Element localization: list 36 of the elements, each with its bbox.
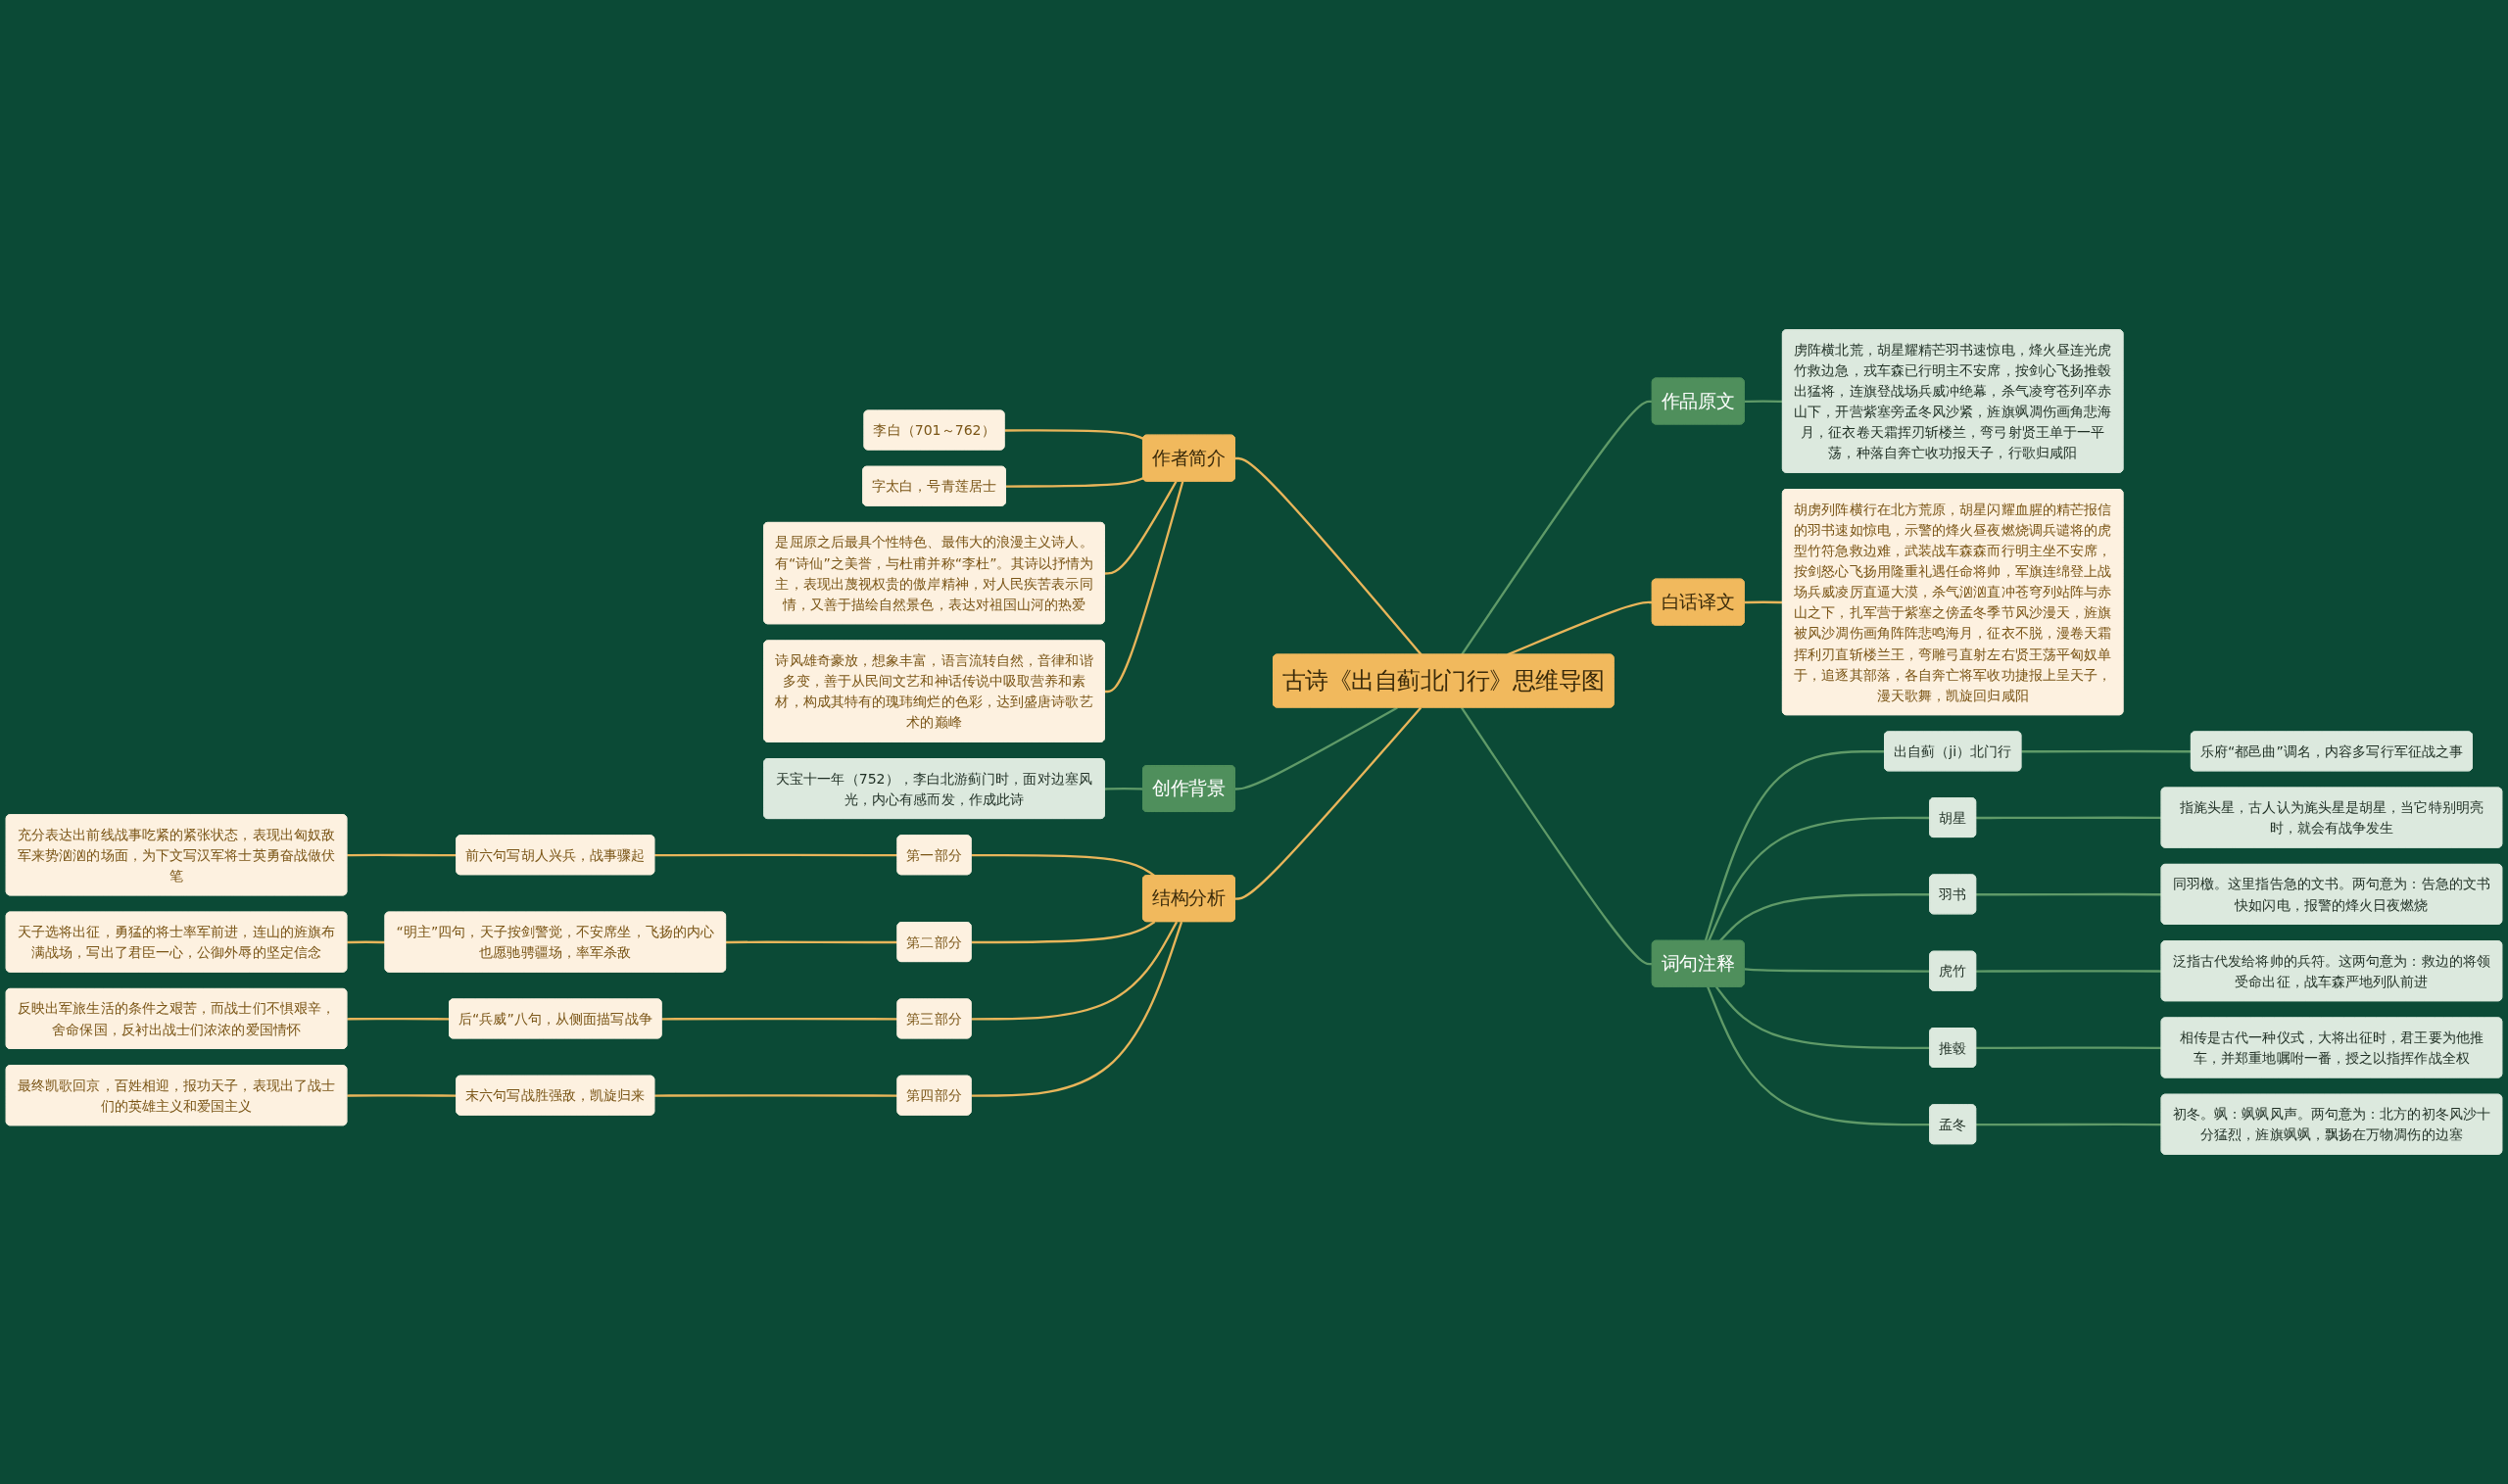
connector xyxy=(1718,893,1931,942)
connector xyxy=(654,1094,898,1097)
connector xyxy=(1744,600,1783,604)
connector xyxy=(1234,706,1398,790)
connector xyxy=(1708,816,1931,942)
connector xyxy=(1744,400,1783,404)
connector xyxy=(1976,892,2162,896)
connector xyxy=(971,921,1183,1097)
connector xyxy=(1461,400,1653,656)
connector xyxy=(971,921,1156,944)
connector xyxy=(347,940,386,944)
connector xyxy=(661,1017,898,1021)
connector xyxy=(347,1094,458,1097)
connector xyxy=(725,940,898,944)
connector xyxy=(1460,706,1653,966)
connector xyxy=(1976,816,2162,820)
connector xyxy=(1104,480,1178,575)
connector xyxy=(1744,968,1931,973)
connector xyxy=(1707,986,1931,1126)
connector xyxy=(1704,750,1885,941)
connector xyxy=(1234,706,1423,900)
connector xyxy=(1004,429,1144,440)
connector xyxy=(347,1017,450,1021)
connector xyxy=(1976,970,2162,973)
connector xyxy=(2021,749,2192,753)
connector xyxy=(347,853,458,857)
connector xyxy=(1976,1123,2162,1126)
connector xyxy=(1104,788,1143,790)
connector xyxy=(654,853,898,857)
connector xyxy=(1715,985,1931,1050)
connector xyxy=(1005,477,1144,488)
connector xyxy=(1507,600,1653,656)
connector xyxy=(1104,481,1184,694)
connector xyxy=(1234,456,1423,656)
connector xyxy=(1976,1046,2162,1050)
connector xyxy=(971,921,1179,1021)
